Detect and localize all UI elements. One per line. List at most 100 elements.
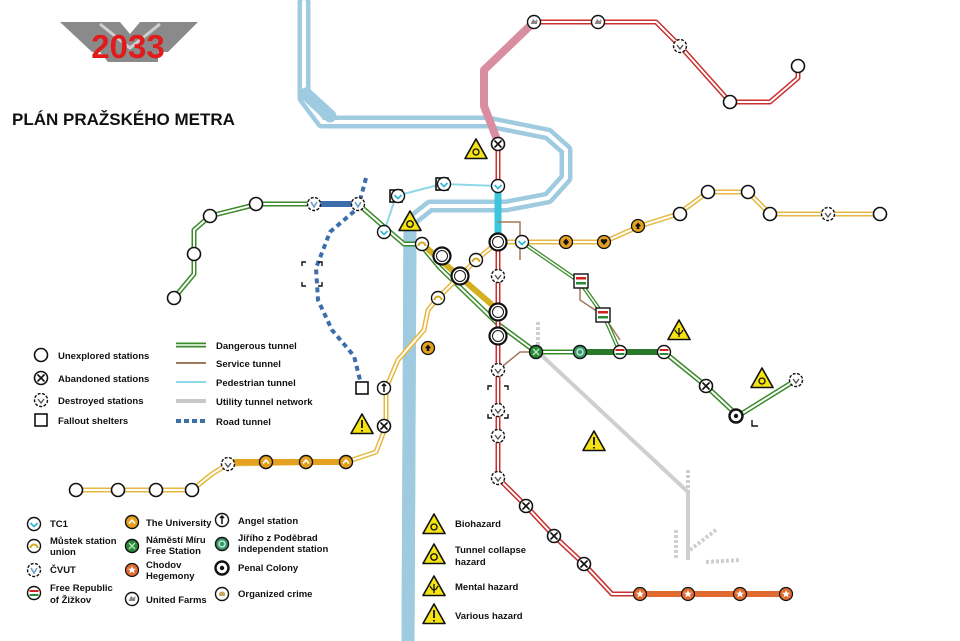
station-destroyed[interactable] [672, 38, 688, 54]
station-farm[interactable] [526, 14, 542, 30]
station-abandoned[interactable] [698, 378, 714, 394]
legend-label: independent station [238, 544, 328, 555]
station-unexplored[interactable] [110, 482, 126, 498]
crime-icon [214, 586, 230, 602]
station-chodov[interactable] [732, 586, 748, 602]
fallout-shelters [301, 177, 758, 427]
station-university[interactable] [258, 454, 274, 470]
station-unexplored[interactable] [790, 58, 806, 74]
hazard-markers [350, 138, 774, 452]
page-title: PLÁN PRAŽSKÉHO METRA [12, 110, 235, 129]
station-unexplored[interactable] [68, 482, 84, 498]
station-unexplored[interactable] [184, 482, 200, 498]
shelter-marker [301, 261, 323, 287]
station-destroyed[interactable] [788, 372, 804, 388]
station-unexplored[interactable] [166, 290, 182, 306]
station-mustek[interactable] [414, 236, 430, 252]
station-transfer[interactable] [450, 266, 470, 286]
station-abandoned[interactable] [490, 136, 506, 152]
station-unexplored[interactable] [202, 208, 218, 224]
biohazard-icon [422, 513, 446, 535]
station-transfer[interactable] [488, 232, 508, 252]
station-zizkov[interactable] [612, 344, 628, 360]
station-crime[interactable] [558, 234, 574, 250]
legend-label: Hegemony [146, 571, 195, 582]
zizkov-border-post[interactable] [573, 273, 611, 323]
station-tc1[interactable] [376, 224, 392, 240]
station-university[interactable] [298, 454, 314, 470]
station-penal[interactable] [728, 408, 744, 424]
station-crime[interactable] [420, 340, 436, 356]
station-crime[interactable] [630, 218, 646, 234]
station-unexplored[interactable] [672, 206, 688, 222]
biohazard-icon[interactable] [464, 138, 488, 160]
station-chodov[interactable] [778, 586, 794, 602]
logo: 2033 [60, 22, 198, 65]
station-tc1[interactable] [436, 176, 452, 192]
logo-text: 2033 [91, 28, 164, 65]
station-angel[interactable] [376, 380, 392, 396]
star-icon [124, 562, 140, 578]
legend-label: Můstek station [50, 536, 117, 547]
station-destroyed[interactable] [490, 470, 506, 486]
station-abandoned[interactable] [576, 556, 592, 572]
warning-icon [422, 603, 446, 625]
station-unexplored[interactable] [186, 246, 202, 262]
station-chodov[interactable] [632, 586, 648, 602]
station-destroyed[interactable] [490, 428, 506, 444]
fallout-shelter[interactable] [355, 381, 369, 395]
station-destroyed[interactable] [490, 268, 506, 284]
biohazard-icon[interactable] [750, 367, 774, 389]
station-chodov[interactable] [680, 586, 696, 602]
station-farm[interactable] [590, 14, 606, 30]
station-unexplored[interactable] [722, 94, 738, 110]
station-transfer[interactable] [488, 302, 508, 322]
station-mustek[interactable] [430, 290, 446, 306]
station-tc1[interactable] [390, 188, 406, 204]
station-unexplored[interactable] [872, 206, 888, 222]
station-destroyed[interactable] [490, 362, 506, 378]
jiriho-icon [214, 536, 230, 552]
station-namesti[interactable] [528, 344, 544, 360]
legend-tunnels: Dangerous tunnel Service tunnel Pedestri… [176, 341, 313, 428]
legend-label: of Žižkov [50, 594, 92, 606]
shelter-marker [487, 385, 509, 419]
station-zizkov[interactable] [656, 344, 672, 360]
warning-icon[interactable] [350, 413, 374, 435]
collapse-hazard-icon[interactable] [398, 210, 422, 232]
station-cvut[interactable] [350, 196, 366, 212]
station-unexplored[interactable] [762, 206, 778, 222]
collapse-hazard-icon [422, 543, 446, 565]
station-abandoned[interactable] [376, 418, 392, 434]
station-unexplored[interactable] [700, 184, 716, 200]
station-university[interactable] [338, 454, 354, 470]
station-transfer[interactable] [488, 326, 508, 346]
warning-icon[interactable] [582, 430, 606, 452]
station-destroyed[interactable] [220, 456, 236, 472]
station-tc1[interactable] [514, 234, 530, 250]
mental-hazard-icon[interactable] [667, 319, 691, 341]
river [297, 0, 573, 641]
empty-circle-icon [33, 347, 49, 363]
station-unexplored[interactable] [248, 196, 264, 212]
station-transfer[interactable] [432, 246, 452, 266]
farm-icon [124, 591, 140, 607]
legend-label: Pedestrian tunnel [216, 378, 296, 389]
station-destroyed[interactable] [490, 402, 506, 418]
station-unexplored[interactable] [740, 184, 756, 200]
station-jiriho[interactable] [572, 344, 588, 360]
station-abandoned[interactable] [518, 498, 534, 514]
station-destroyed[interactable] [820, 206, 836, 222]
legend-label: Jiřího z Poděbrad [238, 533, 318, 544]
legend-label: Penal Colony [238, 563, 299, 574]
station-mustek[interactable] [468, 252, 484, 268]
station-unexplored[interactable] [148, 482, 164, 498]
legend-label: United Farms [146, 595, 207, 606]
station-abandoned[interactable] [546, 528, 562, 544]
station-crime[interactable] [596, 234, 612, 250]
station-cvut[interactable] [306, 196, 322, 212]
station-tc1[interactable] [490, 178, 506, 194]
mustek-icon [26, 538, 42, 554]
legend-label: ČVUT [50, 564, 76, 576]
